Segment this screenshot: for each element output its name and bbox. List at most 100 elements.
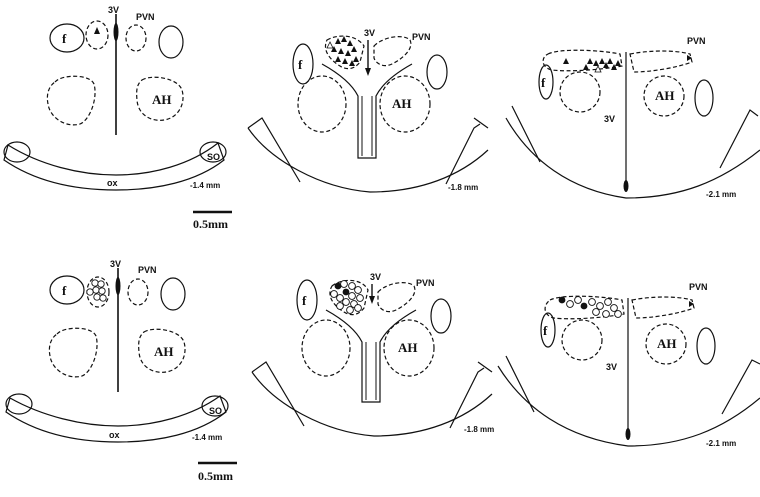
level-label: -2.1 mm	[706, 439, 736, 448]
open-circle-marker	[330, 290, 338, 298]
filled-triangle-marker	[599, 58, 605, 64]
panel-r2-c2: 3V PVN f AH -1.8 mm	[251, 272, 494, 437]
filled-triangle-marker	[347, 40, 353, 46]
panel-r2-c1: f 3V PVN AH ox SO -1.4 mm	[5, 259, 229, 443]
open-circle-marker	[602, 310, 610, 318]
filled-circle-marker	[580, 302, 588, 310]
nucleus-outline	[160, 277, 186, 311]
filled-triangle-marker	[341, 36, 347, 42]
third-ventricle-top	[113, 23, 119, 41]
panel-r1-c2: 3V PVN f AH -1.8 mm	[247, 28, 489, 193]
marker-cluster	[563, 58, 621, 73]
open-circle-marker	[336, 294, 344, 302]
pvn-right-outline	[629, 50, 693, 73]
open-circle-marker	[356, 294, 364, 302]
pvn-outline-right	[125, 24, 147, 52]
third-ventricle-bottom	[623, 180, 629, 192]
level-label: -1.4 mm	[190, 181, 220, 190]
fornix-label: f	[62, 31, 67, 46]
optic-tract-right	[449, 367, 485, 429]
so-left-outline	[3, 141, 31, 163]
optic-tract-right	[445, 123, 481, 185]
third-ventricle-label: 3V	[364, 28, 375, 38]
marker-cluster	[86, 279, 107, 302]
third-ventricle-label: 3V	[108, 5, 119, 15]
marker-cluster	[326, 36, 359, 66]
optic-tract-outline	[511, 105, 759, 169]
filled-triangle-marker	[335, 38, 341, 44]
filled-circle-marker	[558, 296, 566, 304]
filled-triangle-marker	[583, 64, 589, 70]
pvn-left-outline	[542, 49, 623, 72]
base-outline	[497, 365, 760, 447]
pvn-label: PVN	[412, 32, 431, 42]
open-circle-marker	[588, 298, 596, 306]
fornix-outline	[296, 279, 318, 321]
third-ventricle-arrow	[369, 296, 375, 304]
pvn-label: PVN	[138, 265, 157, 275]
ah-label: AH	[657, 336, 677, 351]
pvn-outline	[85, 20, 109, 50]
third-ventricle-label: 3V	[606, 362, 617, 372]
filled-circle-marker	[342, 288, 350, 296]
filled-triangle-marker	[603, 62, 609, 68]
filled-triangle-marker	[563, 58, 569, 64]
panel-r2-c3: PVN 3V f AH -2.1 mm	[497, 282, 760, 448]
filled-triangle-marker	[335, 56, 341, 62]
area-outline	[46, 75, 96, 126]
area-outline	[301, 319, 351, 377]
fornix-outline	[49, 275, 85, 305]
ventricle-outline	[321, 63, 413, 159]
open-triangle-marker	[326, 41, 334, 49]
open-circle-marker	[354, 286, 362, 294]
filled-triangle-marker	[94, 27, 100, 34]
fornix-label: f	[62, 283, 67, 298]
so-label: SO	[207, 152, 220, 162]
ventricle-outline	[325, 309, 417, 403]
third-ventricle-label: 3V	[110, 259, 121, 269]
level-label: -2.1 mm	[706, 190, 736, 199]
scale-bar-bottom: 0.5mm	[198, 461, 237, 483]
open-circle-marker	[596, 302, 604, 310]
ventricle-inner	[365, 342, 377, 400]
so-left-outline	[5, 393, 33, 415]
filled-triangle-marker	[607, 58, 613, 64]
open-circle-marker	[93, 293, 101, 301]
fornix-label: f	[302, 293, 307, 308]
so-label: SO	[209, 406, 222, 416]
level-label: -1.8 mm	[448, 183, 478, 192]
scale-bar-label: 0.5mm	[193, 217, 228, 231]
filled-triangle-marker	[338, 48, 344, 54]
base-outline	[251, 371, 493, 437]
base-outline	[505, 117, 760, 199]
open-triangle-marker	[594, 65, 602, 73]
pvn-right-outline	[631, 296, 695, 319]
open-circle-marker	[348, 292, 356, 300]
pvn-right-outline	[373, 36, 412, 67]
open-circle-marker	[97, 280, 105, 288]
panel-r1-c3: PVN 3V f AH -2.1 mm	[505, 36, 760, 199]
optic-chiasm-outline	[3, 142, 225, 191]
filled-triangle-marker	[331, 46, 337, 52]
pvn-outline-right	[127, 278, 149, 306]
open-circle-marker	[99, 294, 107, 302]
nucleus-outline	[158, 25, 184, 59]
marker-cluster	[558, 296, 622, 318]
ah-label: AH	[398, 340, 418, 355]
open-circle-marker	[86, 288, 94, 296]
filled-triangle-marker	[611, 64, 617, 70]
open-circle-marker	[346, 306, 354, 314]
fornix-outline	[538, 64, 554, 100]
filled-circle-marker	[334, 282, 342, 290]
filled-triangle-marker	[351, 46, 357, 52]
so-right-outline	[201, 395, 229, 417]
fornix-label: f	[298, 57, 303, 72]
pvn-label: PVN	[136, 12, 155, 22]
open-circle-marker	[336, 302, 344, 310]
open-circle-marker	[92, 286, 100, 294]
open-circle-marker	[574, 296, 582, 304]
marker-cluster	[330, 280, 364, 314]
open-circle-marker	[604, 298, 612, 306]
ah-outline	[645, 323, 687, 365]
